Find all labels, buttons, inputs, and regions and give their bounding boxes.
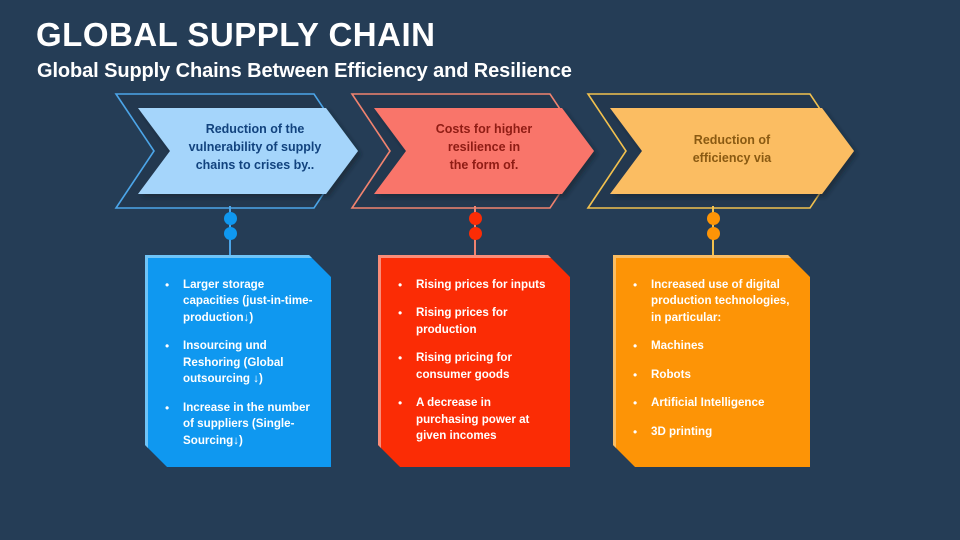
bullet-icon: •: [633, 278, 638, 292]
content-card-blue[interactable]: • Larger storage capacities (just-in-tim…: [145, 255, 331, 467]
arrow-label-blue: Reduction of the vulnerability of supply…: [170, 120, 340, 174]
list-item: • Robots: [631, 367, 796, 383]
page-subtitle: Global Supply Chains Between Efficiency …: [37, 60, 572, 82]
arrow-label-orange-line-1: Reduction of: [693, 133, 771, 147]
list-item: • Insourcing und Reshoring (Global outso…: [163, 338, 317, 387]
bullet-icon: •: [633, 424, 638, 439]
list-item-label: Artificial Intelligence: [651, 396, 765, 410]
card-edge-highlight-blue: [145, 255, 334, 470]
list-item-label: Increased use of digital production tech…: [651, 278, 790, 324]
list-item-label: Increase in the number of suppliers (Sin…: [183, 400, 310, 447]
list-item: • Machines: [631, 338, 796, 354]
content-card-red[interactable]: • Rising prices for inputs • Rising pric…: [378, 255, 570, 467]
list-item: • Larger storage capacities (just-in-tim…: [163, 277, 317, 326]
bullet-icon: •: [633, 396, 638, 411]
connector-dot-red-1: [468, 212, 482, 225]
bullet-icon: •: [398, 306, 403, 321]
bullet-icon: •: [633, 367, 638, 382]
arrow-label-orange-line-2: efficiency via: [692, 151, 772, 166]
arrow-label-orange: Reduction of efficiency via: [642, 131, 822, 167]
list-item-label: Rising pricing for consumer goods: [416, 351, 512, 381]
connector-dot-orange-1: [706, 212, 720, 225]
card-edge-highlight-orange: [613, 255, 813, 470]
connector-dot-red-2: [468, 227, 482, 240]
list-item: • Increase in the number of suppliers (S…: [163, 400, 317, 449]
bullet-icon: •: [398, 396, 403, 411]
arrow-label-red: Costs for higher resilience in the form …: [406, 120, 562, 174]
content-card-orange[interactable]: • Increased use of digital production te…: [613, 255, 810, 467]
arrow-label-blue-line-2: vulnerability of supply: [188, 140, 322, 155]
card-body-red: • Rising prices for inputs • Rising pric…: [396, 277, 556, 445]
connector-dot-blue-2: [223, 227, 237, 240]
arrow-label-red-line-3: the form of.: [449, 158, 519, 173]
page-title: GLOBAL SUPPLY CHAIN: [36, 16, 436, 53]
connector-dot-blue-1: [223, 212, 237, 225]
card-body-orange: • Increased use of digital production te…: [631, 277, 796, 440]
bullet-icon: •: [165, 278, 170, 292]
list-item: • Rising prices for inputs: [396, 277, 556, 293]
bullet-icon: •: [398, 278, 403, 292]
list-item-label: Larger storage capacities (just-in-time-…: [183, 278, 313, 324]
bullet-icon: •: [398, 351, 403, 366]
connector-dot-orange-2: [706, 227, 720, 240]
list-item: • Increased use of digital production te…: [631, 277, 796, 326]
arrow-label-red-line-2: resilience in: [447, 140, 521, 155]
arrow-label-blue-line-1: Reduction of the: [205, 122, 305, 136]
list-item: • A decrease in purchasing power at give…: [396, 395, 556, 444]
arrow-label-red-line-1: Costs for higher: [435, 122, 533, 136]
list-item-label: Rising prices for inputs: [416, 278, 546, 291]
list-item: • Rising pricing for consumer goods: [396, 350, 556, 383]
arrow-label-blue-line-3: chains to crises by..: [195, 158, 315, 173]
list-item-label: A decrease in purchasing power at given …: [416, 396, 530, 443]
list-item-label: Insourcing und Reshoring (Global outsour…: [183, 339, 284, 386]
card-body-blue: • Larger storage capacities (just-in-tim…: [163, 277, 317, 449]
bullet-icon: •: [165, 339, 170, 354]
list-item: • Artificial Intelligence: [631, 395, 796, 411]
list-item-label: Machines: [651, 339, 704, 353]
list-item-label: Rising prices for production: [416, 306, 508, 336]
list-item-label: Robots: [651, 367, 691, 381]
bullet-icon: •: [165, 400, 170, 415]
bullet-icon: •: [633, 339, 638, 354]
list-item: • 3D printing: [631, 424, 796, 440]
list-item-label: 3D printing: [651, 424, 713, 438]
card-edge-highlight-red: [378, 255, 573, 470]
list-item: • Rising prices for production: [396, 305, 556, 338]
